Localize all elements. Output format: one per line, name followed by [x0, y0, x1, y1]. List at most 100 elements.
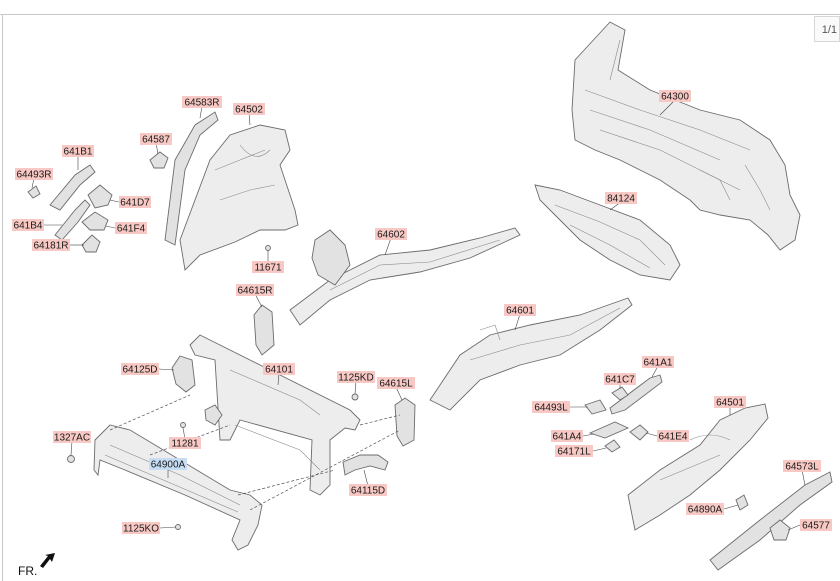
part-label-64502[interactable]: 64502: [233, 103, 265, 116]
part-label-1125KO[interactable]: 1125KO: [122, 522, 160, 535]
part-label-text: 64115D: [351, 486, 385, 497]
part-64101-radiator-support[interactable]: [189, 334, 361, 496]
part-641C7-bracket[interactable]: [611, 386, 629, 401]
part-label-64615L[interactable]: 64615L: [377, 377, 415, 390]
part-label-64115D[interactable]: 64115D: [349, 484, 387, 497]
part-64577-bracket[interactable]: [769, 519, 791, 541]
part-label-641E4[interactable]: 641E4: [657, 430, 689, 443]
part-64573L-upper-member[interactable]: [709, 471, 833, 571]
part-label-11671[interactable]: 11671: [252, 261, 284, 274]
fastener-11671[interactable]: [265, 245, 271, 251]
part-label-bg: [122, 522, 160, 534]
part-label-64583R[interactable]: 64583R: [182, 96, 222, 109]
part-label-64493L[interactable]: 64493L: [532, 401, 570, 414]
part-label-64501[interactable]: 64501: [714, 396, 746, 409]
part-641E4-bracket[interactable]: [629, 424, 649, 441]
part-641A1-bracket[interactable]: [609, 374, 663, 415]
direction-label: FR.: [18, 564, 37, 578]
fastener-11281[interactable]: [180, 422, 186, 428]
part-64587-bracket[interactable]: [149, 151, 169, 169]
part-64115D-bracket[interactable]: [342, 454, 389, 476]
part-label-64125D[interactable]: 64125D: [121, 363, 159, 376]
part-label-64493R[interactable]: 64493R: [15, 168, 53, 181]
part-label-bg: [532, 401, 570, 413]
part-label-64101[interactable]: 64101: [263, 363, 295, 376]
part-label-text: 641A4: [553, 432, 582, 443]
part-label-text: 64502: [235, 105, 263, 116]
fastener-1327AC[interactable]: [67, 455, 75, 463]
part-label-641F4[interactable]: 641F4: [115, 222, 147, 235]
part-label-bg: [263, 363, 295, 375]
part-label-bg: [169, 437, 201, 449]
part-label-64602[interactable]: 64602: [375, 228, 407, 241]
part-64583R-upper-member[interactable]: [164, 111, 219, 246]
part-label-text: 64300: [661, 92, 689, 103]
part-64601-side-member[interactable]: [429, 297, 633, 411]
part-641B1-bracket[interactable]: [49, 164, 96, 211]
part-64615L-bracket[interactable]: [394, 397, 416, 447]
part-label-text: 64101: [265, 365, 293, 376]
part-label-64615R[interactable]: 64615R: [236, 284, 274, 297]
part-64181R-bracket[interactable]: [81, 234, 101, 253]
page-indicator[interactable]: 1/1: [814, 16, 840, 42]
part-641D7-bracket[interactable]: [87, 184, 113, 209]
part-label-84124[interactable]: 84124: [605, 192, 637, 205]
leader-lines: [31, 99, 806, 531]
part-label-bg: [62, 145, 94, 157]
front-direction-indicator: FR.: [18, 553, 55, 578]
part-label-64171L[interactable]: 64171L: [555, 445, 593, 458]
part-label-bg: [642, 356, 674, 368]
part-label-text: 64493L: [534, 403, 568, 414]
part-label-bg: [783, 460, 821, 472]
part-64493L-bracket[interactable]: [584, 399, 607, 415]
part-label-text: 64181R: [33, 241, 68, 252]
part-64615R-bracket[interactable]: [253, 304, 275, 356]
part-label-text: 64615L: [379, 379, 413, 390]
part-64501-fender-apron[interactable]: [627, 403, 769, 531]
part-label-text: 64615R: [237, 286, 272, 297]
part-641A4-bracket[interactable]: [588, 421, 630, 439]
part-64502-fender-apron[interactable]: [179, 124, 299, 271]
part-label-text: 1327AC: [54, 433, 90, 444]
part-label-64900A[interactable]: 64900A: [149, 458, 187, 471]
part-label-text: 641F4: [117, 224, 146, 235]
fastener-1125KD[interactable]: [351, 393, 359, 401]
part-label-641A1[interactable]: 641A1: [642, 356, 674, 369]
part-64602-side-member[interactable]: [289, 227, 521, 326]
part-label-641A4[interactable]: 641A4: [551, 430, 583, 443]
part-label-641C7[interactable]: 641C7: [604, 373, 636, 386]
part-64890A-bracket[interactable]: [735, 494, 749, 511]
part-64493R-bracket[interactable]: [27, 185, 41, 199]
part-label-text: 1125KO: [123, 524, 159, 535]
part-84124-cowl-cross[interactable]: [534, 184, 681, 281]
part-64300-dash-panel[interactable]: [571, 21, 801, 251]
part-label-text: 64125D: [122, 365, 157, 376]
part-label-text: 641B4: [14, 221, 43, 232]
part-64171L-bracket[interactable]: [604, 439, 621, 453]
part-label-1327AC[interactable]: 1327AC: [53, 431, 91, 444]
part-label-11281[interactable]: 11281: [169, 437, 201, 450]
part-label-bg: [337, 371, 375, 383]
part-label-text: 64587: [142, 135, 170, 146]
part-label-64573L[interactable]: 64573L: [783, 460, 821, 473]
part-label-text: 1125KD: [338, 373, 373, 384]
part-label-1125KD[interactable]: 1125KD: [337, 371, 375, 384]
part-label-64181R[interactable]: 64181R: [32, 239, 70, 252]
part-label-text: 641D7: [120, 198, 150, 209]
part-label-641B4[interactable]: 641B4: [12, 219, 44, 232]
part-label-641D7[interactable]: 641D7: [119, 196, 151, 209]
part-label-64601[interactable]: 64601: [504, 304, 536, 317]
part-label-64577[interactable]: 64577: [800, 519, 832, 532]
part-label-text: 64171L: [557, 447, 591, 458]
part-label-64890A[interactable]: 64890A: [686, 503, 724, 516]
part-64125D-bracket[interactable]: [171, 355, 196, 393]
part-label-bg: [714, 396, 746, 408]
part-label-64587[interactable]: 64587: [140, 133, 172, 146]
part-label-bg: [504, 304, 536, 316]
part-64900A-bumper-beam[interactable]: [93, 424, 263, 551]
part-label-641B1[interactable]: 641B1: [62, 145, 94, 158]
part-641F4-bracket[interactable]: [81, 211, 109, 231]
part-label-bg: [377, 377, 415, 389]
part-label-64300[interactable]: 64300: [659, 90, 691, 103]
fastener-1125KO[interactable]: [175, 524, 181, 530]
